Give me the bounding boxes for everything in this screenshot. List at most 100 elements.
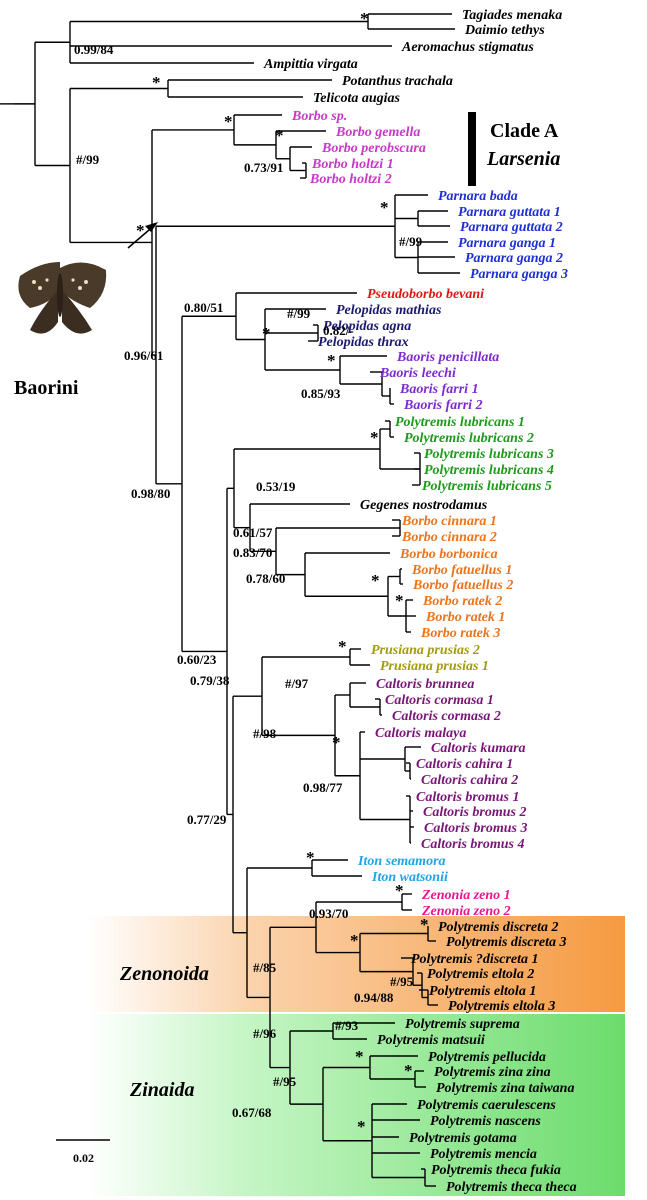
tip-label: Baoris farri 1 bbox=[399, 382, 479, 397]
tip-label: Ampittia virgata bbox=[263, 57, 358, 72]
clade-a-title: Clade A bbox=[490, 120, 559, 142]
zenonoida-label: Zenonoida bbox=[119, 963, 209, 985]
support-value: 0.96/61 bbox=[124, 348, 163, 363]
tip-label: Polytremis discreta 3 bbox=[446, 935, 567, 950]
tip-label: Caltoris bromus 4 bbox=[421, 837, 524, 852]
tip-label: Polytremis gotama bbox=[409, 1131, 517, 1146]
support-asterisk: * bbox=[404, 1061, 413, 1080]
tip-label: Caltoris cormasa 1 bbox=[385, 693, 494, 708]
tip-label: Polytremis lubricans 2 bbox=[404, 431, 534, 446]
tip-label: Borbo perobscura bbox=[321, 141, 426, 156]
tip-label: Caltoris cormasa 2 bbox=[392, 709, 501, 724]
support-asterisk: * bbox=[152, 73, 161, 92]
support-asterisk: * bbox=[332, 733, 341, 752]
tip-label: Caltoris bromus 1 bbox=[416, 790, 519, 805]
tip-label: Borbo sp. bbox=[291, 109, 347, 124]
support-value: #/95 bbox=[390, 974, 414, 989]
tip-label: Polytremis ?discreta 1 bbox=[411, 952, 539, 967]
support-value: #/99 bbox=[76, 152, 100, 167]
tip-label: Caltoris brunnea bbox=[376, 677, 474, 692]
support-value: 0.98/77 bbox=[303, 780, 343, 795]
support-asterisk: * bbox=[380, 198, 389, 217]
tip-label: Telicota augias bbox=[313, 91, 401, 106]
support-value: 0.61/57 bbox=[233, 525, 273, 540]
tip-label: Caltoris bromus 2 bbox=[423, 805, 526, 820]
tip-label: Baoris leechi bbox=[379, 366, 456, 381]
support-asterisk: * bbox=[338, 637, 347, 656]
tip-label: Polytremis eltola 3 bbox=[448, 999, 555, 1014]
support-value: 0.85/93 bbox=[301, 386, 341, 401]
tip-label: Gegenes nostrodamus bbox=[360, 498, 488, 513]
support-asterisk: * bbox=[371, 571, 380, 590]
tip-label: Parnara ganga 2 bbox=[465, 251, 563, 266]
zenonoida-background bbox=[88, 916, 625, 1012]
support-value: 0.67/68 bbox=[232, 1105, 272, 1120]
baorini-node-arrow bbox=[127, 222, 158, 249]
tip-label: Borbo cinnara 1 bbox=[401, 514, 497, 529]
support-asterisk: * bbox=[306, 848, 315, 867]
tip-label: Borbo ratek 1 bbox=[425, 610, 505, 625]
support-asterisk: * bbox=[136, 221, 145, 240]
tip-label: Caltoris bromus 3 bbox=[424, 821, 527, 836]
tip-label: Polytremis matsuii bbox=[377, 1033, 485, 1048]
support-asterisk: * bbox=[350, 931, 359, 950]
tip-label: Iton watsonii bbox=[371, 870, 448, 885]
support-value: #/95 bbox=[273, 1074, 297, 1089]
tip-label: Caltoris kumara bbox=[431, 741, 526, 756]
support-asterisk: * bbox=[357, 1117, 366, 1136]
support-value: 0.98/80 bbox=[131, 486, 170, 501]
tip-label: Parnara ganga 3 bbox=[470, 267, 568, 282]
tip-label: Borbo fatuellus 2 bbox=[412, 578, 513, 593]
support-asterisk: * bbox=[327, 351, 336, 370]
support-value: #/98 bbox=[253, 726, 277, 741]
butterfly-image bbox=[18, 262, 107, 334]
tip-label: Polytremis lubricans 4 bbox=[424, 463, 554, 478]
tip-label: Parnara ganga 1 bbox=[458, 236, 556, 251]
support-value: 0.78/60 bbox=[246, 571, 285, 586]
support-value: 0.53/19 bbox=[256, 479, 296, 494]
zinaida-background bbox=[88, 1014, 625, 1196]
tip-label: Borbo holtzi 2 bbox=[309, 172, 392, 187]
support-asterisk: * bbox=[395, 881, 404, 900]
tip-label: Prusiana prusias 1 bbox=[380, 659, 489, 674]
support-value: 0.99/84 bbox=[74, 42, 114, 57]
baorini-label: Baorini bbox=[14, 377, 79, 399]
tip-label: Polytremis pellucida bbox=[428, 1050, 546, 1065]
tip-label: Parnara guttata 2 bbox=[460, 220, 563, 235]
scale-bar-label: 0.02 bbox=[73, 1151, 94, 1165]
support-value: 0.82/- bbox=[323, 323, 354, 338]
tip-label: Borbo borbonica bbox=[399, 547, 498, 562]
tip-label: Zenonia zeno 2 bbox=[421, 904, 511, 919]
support-value: 0.80/51 bbox=[184, 300, 223, 315]
tip-label: Polytremis mencia bbox=[430, 1147, 537, 1162]
tip-label: Prusiana prusias 2 bbox=[371, 643, 480, 658]
tip-label: Polytremis lubricans 1 bbox=[395, 415, 525, 430]
tip-label: Baoris farri 2 bbox=[403, 398, 483, 413]
support-value: #/99 bbox=[287, 306, 311, 321]
support-value: #/85 bbox=[253, 960, 277, 975]
tip-label: Caltoris malaya bbox=[375, 726, 466, 741]
support-values: *0.99/84*#/99**0.73/91**#/990.80/510.96/… bbox=[74, 9, 429, 1136]
support-asterisk: * bbox=[420, 915, 429, 934]
tip-label: Aeromachus stigmatus bbox=[401, 40, 534, 55]
support-value: 0.60/23 bbox=[177, 652, 217, 667]
tip-label: Zenonia zeno 1 bbox=[421, 888, 511, 903]
tip-label: Borbo fatuellus 1 bbox=[411, 563, 512, 578]
support-asterisk: * bbox=[224, 112, 233, 131]
tree-branches bbox=[0, 13, 460, 1187]
support-value: 0.93/70 bbox=[309, 906, 348, 921]
support-value: 0.77/29 bbox=[187, 812, 227, 827]
tip-label: Borbo cinnara 2 bbox=[401, 530, 497, 545]
support-asterisk: * bbox=[395, 591, 404, 610]
tip-label: Pelopidas thrax bbox=[318, 335, 409, 350]
support-value: #/96 bbox=[253, 1026, 277, 1041]
tip-label: Baoris penicillata bbox=[396, 350, 499, 365]
tip-label: Borbo ratek 3 bbox=[420, 626, 500, 641]
tip-label: Tagiades menaka bbox=[462, 8, 562, 23]
support-asterisk: * bbox=[275, 126, 284, 145]
tip-label: Polytremis lubricans 5 bbox=[422, 479, 552, 494]
support-asterisk: * bbox=[355, 1047, 364, 1066]
